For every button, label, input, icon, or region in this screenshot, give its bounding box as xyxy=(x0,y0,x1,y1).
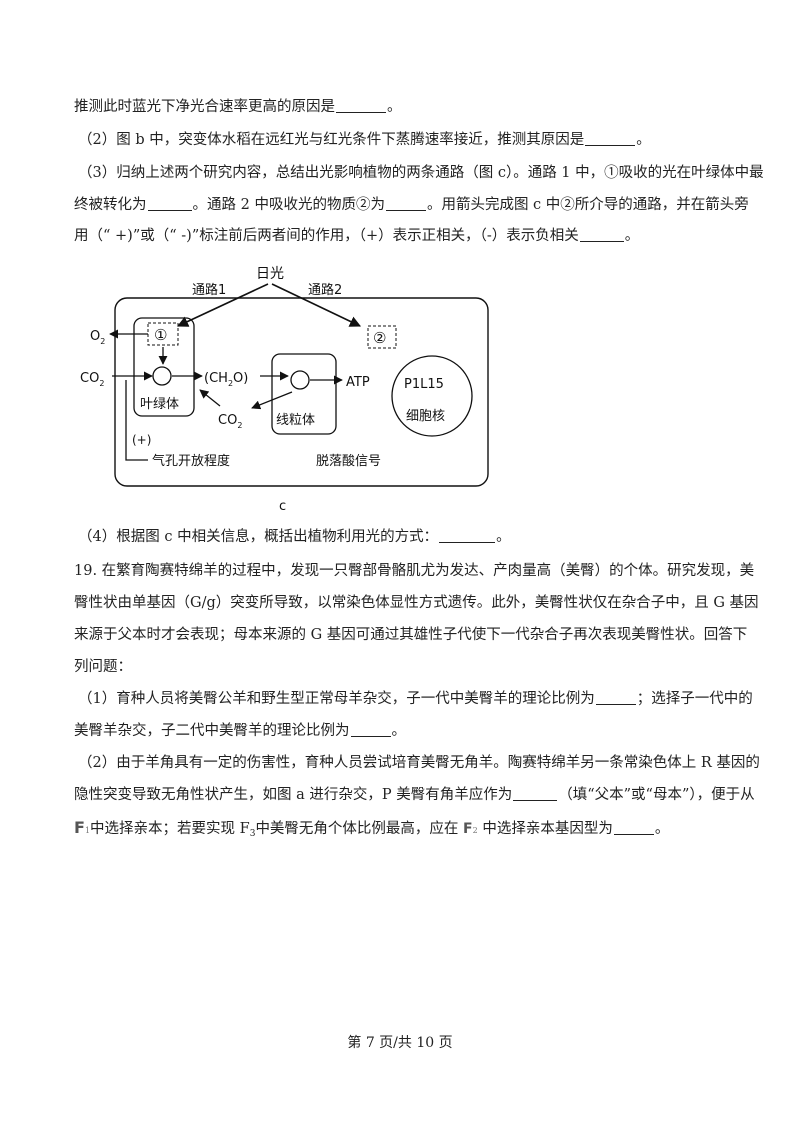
positive-sign: (+) xyxy=(132,433,151,447)
answer-blank xyxy=(147,196,192,211)
text: （2）由于羊角具有一定的伤害性，育种人员尝试培育美臀无角羊。陶赛特绵羊另一条常染… xyxy=(78,755,760,771)
answer-blank xyxy=(439,528,496,543)
q19-part2-line2: 隐性突变导致无角性状产生，如图 a 进行杂交，P 美臀有角羊应作为 （填“父本”或… xyxy=(74,785,755,805)
answer-blank xyxy=(385,196,426,211)
text: 隐性突变导致无角性状产生，如图 a 进行杂交，P 美臀有角羊应作为 xyxy=(74,787,513,803)
q18-part2: （2）图 b 中，突变体水稻在远红光与红光条件下蒸腾速率接近，推测其原因是 。 xyxy=(78,130,651,150)
atp-label: ATP xyxy=(346,375,370,390)
text: 。 xyxy=(387,99,402,115)
answer-blank xyxy=(585,131,636,146)
text: 。 xyxy=(391,723,407,739)
stomata-label: 气孔开放程度 xyxy=(152,453,230,469)
pathway2-label: 通路2 xyxy=(308,282,342,298)
stomata-feedback-line xyxy=(125,380,148,461)
chloroplast-circle xyxy=(152,366,172,386)
q19-part2-line3: F1中选择亲本；若要实现 F3中美臀无角个体比例最高，应在 F2 中选择亲本基因… xyxy=(74,818,669,844)
f2-symbol: F xyxy=(463,821,473,837)
q19-part2-line1: （2）由于羊角具有一定的伤害性，育种人员尝试培育美臀无角羊。陶赛特绵羊另一条常染… xyxy=(78,753,760,773)
text: 美臀羊杂交，子二代中美臀羊的理论比例为 xyxy=(74,723,350,739)
text: 。 xyxy=(654,821,670,837)
text: 中选择亲本；若要实现 F xyxy=(90,821,250,837)
chloroplast-box xyxy=(133,317,195,417)
page-footer: 第 7 页/共 10 页 xyxy=(347,1035,453,1051)
q19-line3: 来源于父本时才会表现；母本来源的 G 基因可通过其雄性子代使下一代杂合子再次表现… xyxy=(74,625,747,645)
text: 。 xyxy=(636,132,651,148)
pathway2-arrow xyxy=(271,283,362,327)
co2-out-arrow xyxy=(251,391,293,410)
receptor1-label: ① xyxy=(154,326,167,344)
text: （2）图 b 中，突变体水稻在远红光与红光条件下蒸腾速率接近，推测其原因是 xyxy=(78,132,585,148)
f2-subscript: 2 xyxy=(472,826,478,835)
q19-part1-line1: （1）育种人员将美臀公羊和野生型正常母羊杂交，子一代中美臀羊的理论比例为 ；选择子… xyxy=(78,689,753,709)
text: 19. 在繁育陶赛特绵羊的过程中，发现一只臀部骨骼肌尤为发达、产肉量高（美臀）的… xyxy=(74,563,755,579)
mitochondria-circle xyxy=(290,370,310,390)
answer-blank xyxy=(513,786,558,801)
o2-label: O2 xyxy=(90,329,105,346)
pathway1-label: 通路1 xyxy=(192,282,226,298)
co2-left-label: CO2 xyxy=(80,371,104,388)
receptor2-label: ② xyxy=(373,329,386,347)
mitochondria-label: 线粒体 xyxy=(276,413,315,428)
answer-blank xyxy=(336,98,386,113)
chloroplast-label: 叶绿体 xyxy=(140,397,179,412)
answer-blank xyxy=(350,722,391,737)
text: 推测此时蓝光下净光合速率更高的原因是 xyxy=(74,99,335,115)
gene-label: P1L15 xyxy=(404,377,444,392)
text: 列问题： xyxy=(74,659,132,675)
co2-return-arrow xyxy=(199,389,221,407)
text: （3）归纳上述两个研究内容，总结出光影响植物的两条通路（图 c）。通路 1 中，… xyxy=(78,165,764,181)
q18-part4: （4）根据图 c 中相关信息，概括出植物利用光的方式： 。 xyxy=(78,527,511,547)
answer-blank xyxy=(579,227,624,242)
text: （填“父本”或“母本”），便于从 xyxy=(558,787,755,803)
q18-part3-line1: （3）归纳上述两个研究内容，总结出光影响植物的两条通路（图 c）。通路 1 中，… xyxy=(78,163,764,183)
text: 臀性状由单基因（G/g）突变所导致，以常染色体显性方式遗传。此外，美臀性状仅在杂… xyxy=(74,595,759,611)
f3-subscript: 3 xyxy=(249,829,256,839)
mitochondria-box xyxy=(271,353,337,435)
nucleus-label: 细胞核 xyxy=(406,409,445,424)
text: 用（“ +)”或（“ -)”标注前后两者间的作用，（+）表示正相关，（-）表示负… xyxy=(74,228,579,244)
pathway1-arrow xyxy=(176,283,269,327)
text: 。通路 2 中吸收光的物质②为 xyxy=(192,197,385,213)
text: 中美臀无角个体比例最高，应在 xyxy=(255,821,459,837)
figure-c: 日光 通路1 通路2 ① 叶绿体 O2 CO2 (CH2O) 线粒体 ATP C… xyxy=(80,266,489,514)
text: 。用箭头完成图 c 中②所介导的通路，并在箭头旁 xyxy=(426,197,749,213)
nucleus-circle xyxy=(391,355,473,437)
text: 来源于父本时才会表现；母本来源的 G 基因可通过其雄性子代使下一代杂合子再次表现… xyxy=(74,627,748,643)
q18-line0: 推测此时蓝光下净光合速率更高的原因是 。 xyxy=(74,97,402,117)
answer-blank xyxy=(595,690,636,705)
q18-part3-line2: 终被转化为 。通路 2 中吸收光的物质②为 。用箭头完成图 c 中②所介导的通路，并… xyxy=(74,195,749,215)
ch2o-label: (CH2O) xyxy=(204,371,248,388)
q19-line4: 列问题： xyxy=(74,657,132,677)
aba-signal-label: 脱落酸信号 xyxy=(316,454,381,469)
sunlight-label: 日光 xyxy=(256,266,284,282)
text: 终被转化为 xyxy=(74,197,147,213)
f1-symbol: F xyxy=(74,818,85,837)
answer-blank xyxy=(613,820,654,835)
figure-caption: c xyxy=(279,499,286,514)
co2-inner-label: CO2 xyxy=(218,413,242,430)
f1-subscript: 1 xyxy=(84,826,91,835)
text: ；选择子一代中的 xyxy=(636,691,753,707)
q19-line2: 臀性状由单基因（G/g）突变所导致，以常染色体显性方式遗传。此外，美臀性状仅在杂… xyxy=(74,593,759,613)
q18-part3-line3: 用（“ +)”或（“ -)”标注前后两者间的作用，（+）表示正相关，（-）表示负… xyxy=(74,226,639,246)
text: 中选择亲本基因型为 xyxy=(482,821,613,837)
text: 。 xyxy=(624,228,640,244)
q19-line1: 19. 在繁育陶赛特绵羊的过程中，发现一只臀部骨骼肌尤为发达、产肉量高（美臀）的… xyxy=(74,561,754,581)
text: 。 xyxy=(496,529,511,545)
q19-part1-line2: 美臀羊杂交，子二代中美臀羊的理论比例为 。 xyxy=(74,721,406,741)
text: （1）育种人员将美臀公羊和野生型正常母羊杂交，子一代中美臀羊的理论比例为 xyxy=(78,691,595,707)
text: （4）根据图 c 中相关信息，概括出植物利用光的方式： xyxy=(78,529,439,545)
